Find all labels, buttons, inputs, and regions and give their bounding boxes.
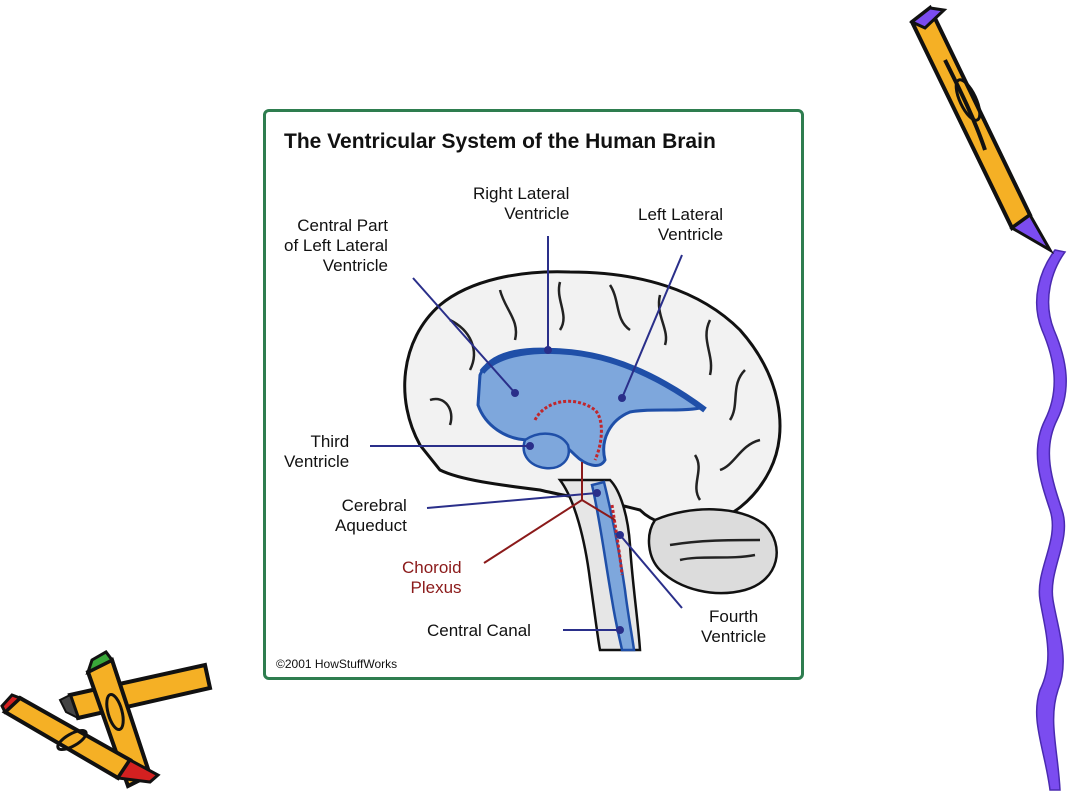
- copyright-notice: ©2001 HowStuffWorks: [276, 657, 398, 671]
- label-fourth-ventricle: Fourth Ventricle: [701, 607, 767, 646]
- label-left-lateral-ventricle: Left Lateral Ventricle: [638, 205, 724, 244]
- pencil-clipart-bottom-left: [0, 650, 213, 789]
- pencil-clipart-top-right: [909, 4, 1055, 255]
- label-central-canal: Central Canal: [427, 621, 531, 640]
- purple-squiggle-decoration: [1035, 249, 1067, 791]
- brain-folds: [429, 281, 761, 562]
- label-third-ventricle: Third Ventricle: [284, 432, 350, 471]
- label-cerebral-aqueduct: Cerebral Aqueduct: [335, 496, 407, 535]
- third-ventricle: [522, 432, 571, 470]
- label-choroid-plexus: Choroid Plexus: [402, 558, 462, 597]
- label-right-lateral-ventricle: Right Lateral Ventricle: [473, 184, 570, 223]
- choroid-leader-lines: [483, 462, 616, 564]
- label-central-part-left-lateral-ventricle: Central Part of Left Lateral Ventricle: [284, 216, 388, 275]
- diagram-title: The Ventricular System of the Human Brai…: [284, 130, 716, 153]
- cerebellum: [647, 508, 778, 595]
- leader-lines: [370, 236, 683, 634]
